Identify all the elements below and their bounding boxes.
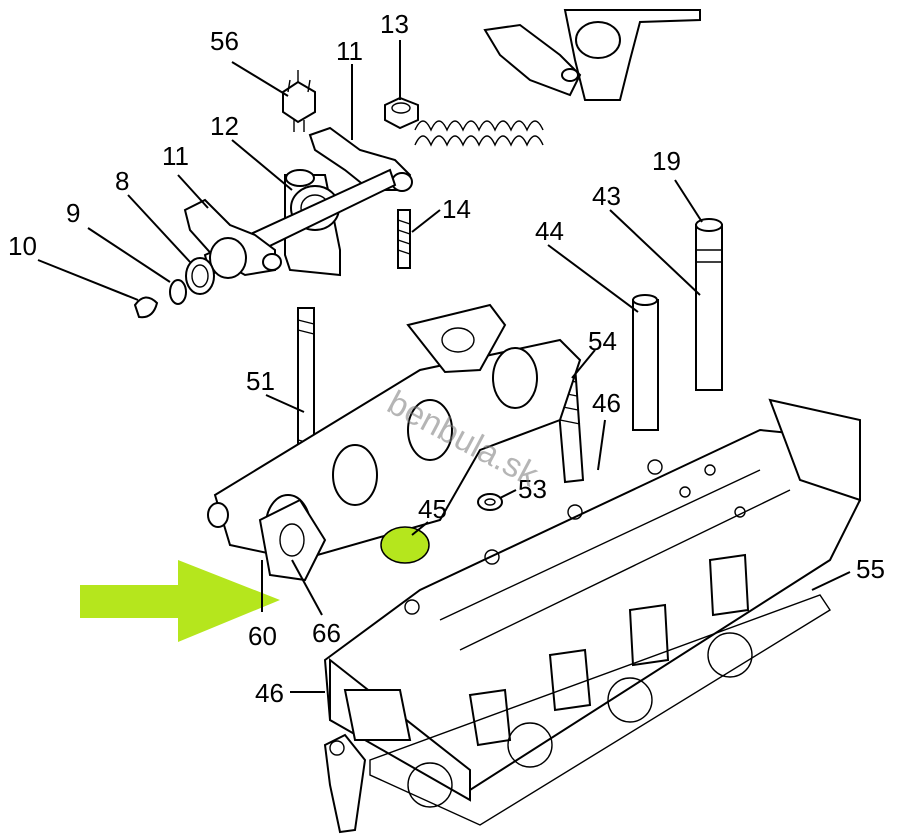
rocker-bore-rear <box>575 21 621 59</box>
head-port-5 <box>708 553 750 617</box>
head-port-4 <box>628 603 670 667</box>
highlight-arrow <box>80 560 280 642</box>
manifold-port-a <box>492 347 538 409</box>
callout-53: 53 <box>518 474 547 504</box>
rocker-arm-rear <box>483 23 582 97</box>
callout-46-lower: 46 <box>255 678 284 708</box>
callout-56: 56 <box>210 26 239 56</box>
callout-12: 12 <box>210 111 239 141</box>
callout-10: 10 <box>8 231 37 261</box>
cylinder-head-end <box>768 398 861 502</box>
rocker-spring <box>414 120 544 147</box>
callout-44: 44 <box>535 216 564 246</box>
callout-54: 54 <box>588 326 617 356</box>
callout-66: 66 <box>312 618 341 648</box>
callout-51: 51 <box>246 366 275 396</box>
callout-43: 43 <box>592 181 621 211</box>
callout-11-lower: 11 <box>162 141 189 171</box>
head-port-2 <box>468 688 512 747</box>
callout-55: 55 <box>856 554 885 584</box>
callout-13: 13 <box>380 9 409 39</box>
callout-11-upper: 11 <box>336 36 363 66</box>
callout-19: 19 <box>652 146 681 176</box>
washer-53 <box>477 493 503 511</box>
castle-nut-56 <box>282 80 316 124</box>
exhaust-manifold <box>207 303 582 582</box>
manifold-port-c <box>332 444 378 506</box>
circlip-9 <box>169 279 187 305</box>
spring-10 <box>133 296 159 319</box>
callout-labels: 56 13 11 12 11 8 9 10 14 19 43 44 54 46 … <box>8 9 885 708</box>
callout-9: 9 <box>66 198 80 228</box>
adjusting-screw-14 <box>397 209 411 269</box>
leader-lines <box>37 40 851 693</box>
callout-8: 8 <box>115 166 129 196</box>
callout-46-upper: 46 <box>592 388 621 418</box>
lifting-eye <box>323 733 367 834</box>
callout-45: 45 <box>418 494 447 524</box>
head-port-3 <box>548 648 592 712</box>
manifold-port-b <box>407 399 453 461</box>
head-gasket-55 <box>369 594 831 826</box>
callout-60: 60 <box>248 621 277 651</box>
washer-8 <box>185 257 215 295</box>
gasket-60 <box>258 498 327 582</box>
cylinder-head <box>323 398 861 802</box>
manifold-flange <box>406 303 507 374</box>
head-port-1 <box>343 689 412 741</box>
tube-44 <box>632 299 659 431</box>
callout-14: 14 <box>442 194 471 224</box>
plug-45-highlighted <box>380 526 430 564</box>
rocker-shaft-assembly <box>133 9 701 319</box>
